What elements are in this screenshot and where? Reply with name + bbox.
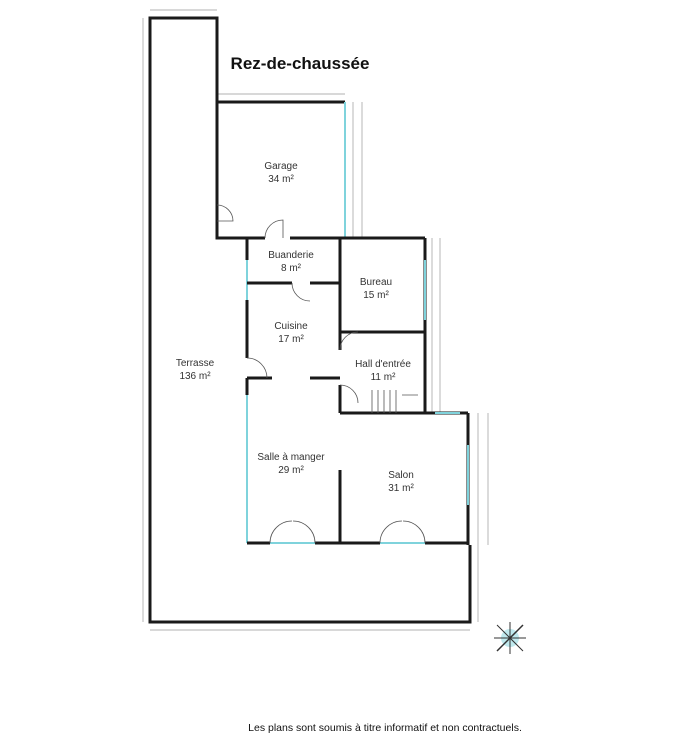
terrace-outline <box>148 16 472 624</box>
room-area: 17 m² <box>278 334 304 345</box>
room-hall: Hall d'entrée 11 m² <box>338 358 428 384</box>
room-name: Terrasse <box>175 358 215 369</box>
room-name: Garage <box>264 161 298 172</box>
room-garage: Garage 34 m² <box>236 160 326 186</box>
dimension-lines <box>142 9 489 631</box>
doors <box>216 204 426 544</box>
compass-rose-icon <box>494 622 526 654</box>
room-terrasse: Terrasse 136 m² <box>150 357 240 383</box>
room-area: 29 m² <box>278 465 304 476</box>
room-area: 34 m² <box>268 174 294 185</box>
room-area: 11 m² <box>370 372 396 383</box>
room-cuisine: Cuisine 17 m² <box>246 320 336 346</box>
disclaimer-text: Les plans sont soumis à titre informatif… <box>248 722 522 734</box>
room-name: Salle à manger <box>257 452 325 463</box>
room-area: 31 m² <box>388 483 414 494</box>
room-name: Hall d'entrée <box>355 359 411 370</box>
room-area: 136 m² <box>179 371 211 382</box>
room-name: Salon <box>388 470 414 481</box>
room-bureau: Bureau 15 m² <box>331 276 421 302</box>
room-salon: Salon 31 m² <box>356 469 446 495</box>
room-salle-a-manger: Salle à manger 29 m² <box>246 451 336 477</box>
room-area: 8 m² <box>281 263 301 274</box>
room-name: Bureau <box>359 277 393 288</box>
room-area: 15 m² <box>363 290 389 301</box>
room-name: Buanderie <box>268 250 314 261</box>
room-buanderie: Buanderie 8 m² <box>246 249 336 275</box>
floor-title: Rez-de-chaussée <box>230 54 370 73</box>
room-name: Cuisine <box>274 321 308 332</box>
